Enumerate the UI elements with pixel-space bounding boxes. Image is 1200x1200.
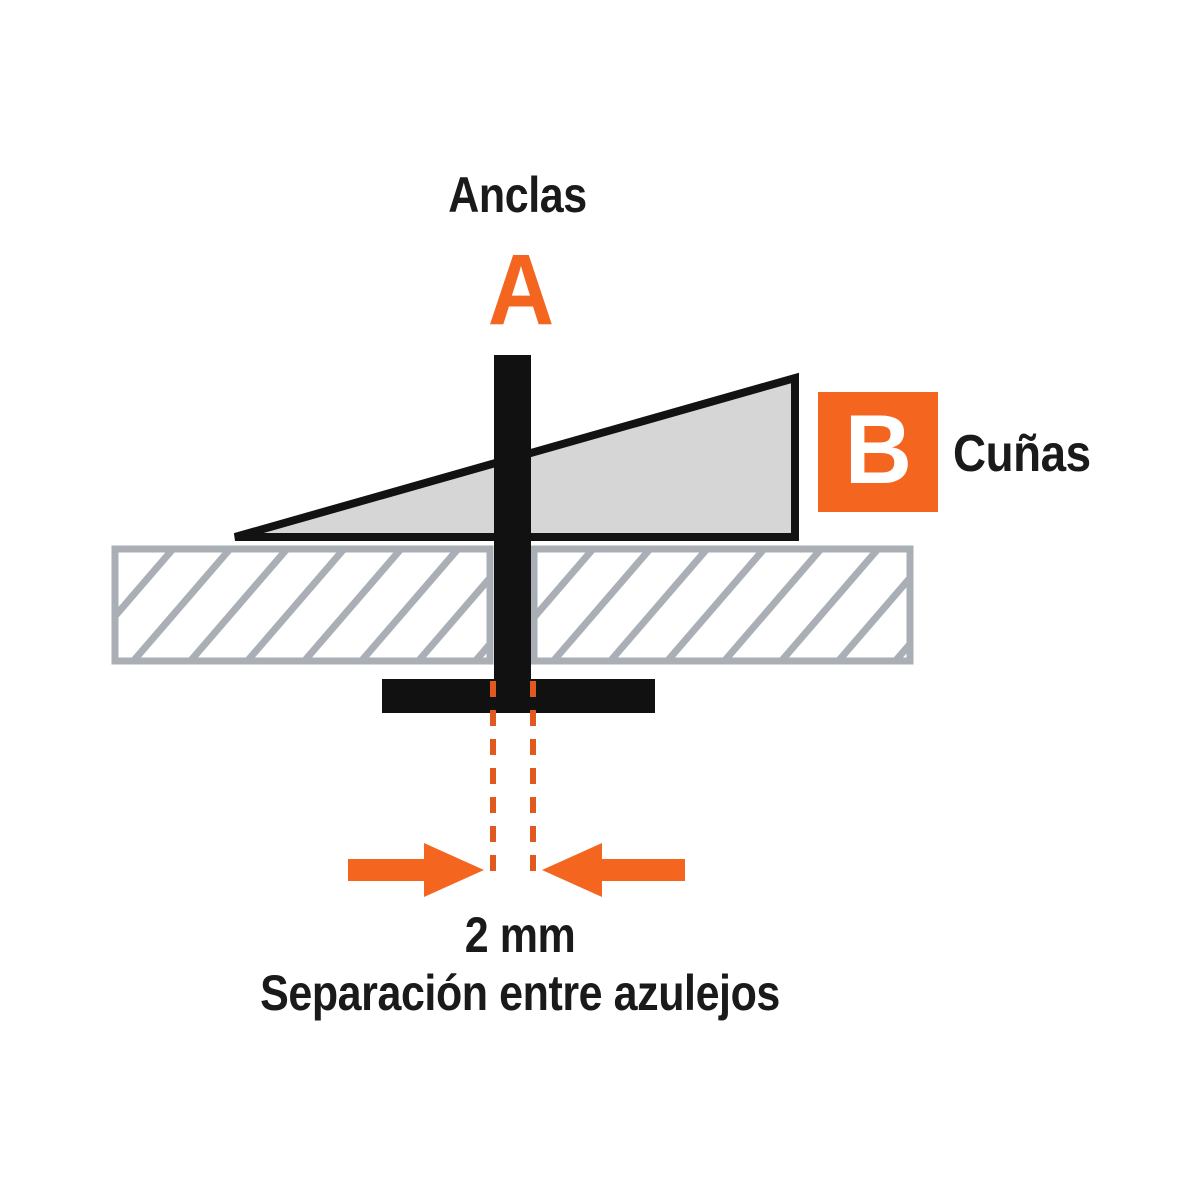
wedges-key-badge: B xyxy=(818,392,938,512)
tile-left xyxy=(111,545,494,665)
anchor-post xyxy=(494,355,531,685)
tile-right-hatching xyxy=(534,549,910,661)
anchor-base-plate xyxy=(382,679,655,713)
tile-left-hatching xyxy=(115,549,490,661)
wedges-key-letter: B xyxy=(844,394,912,504)
measure-arrow-right xyxy=(542,843,685,897)
tile-right xyxy=(530,545,914,665)
measure-arrow-left xyxy=(348,843,484,897)
gap-measure-label: 2 mm xyxy=(464,907,576,963)
anchors-title-label: Anclas xyxy=(448,167,587,223)
wedges-title-label: Cuñas xyxy=(953,425,1091,483)
gap-caption-label: Separación entre azulejos xyxy=(260,965,780,1021)
anchors-key-letter: A xyxy=(487,234,555,346)
